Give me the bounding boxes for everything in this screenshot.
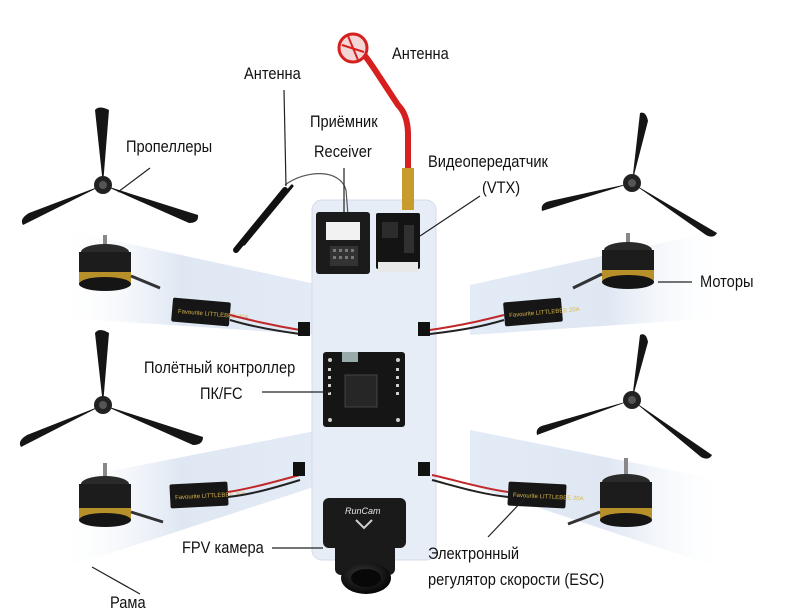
label-propellers: Пропеллеры: [126, 137, 213, 156]
leader-propellers: [117, 167, 151, 193]
label-frame: Рама: [110, 593, 146, 612]
label-receiver-line1: Приёмник: [310, 112, 378, 131]
leader-esc: [487, 497, 526, 538]
camera-brand: RunCam: [345, 506, 381, 516]
esc-top-right: Favourite LITTLEBEE 20A: [418, 297, 580, 336]
frame-arm-bottom-right: [470, 430, 720, 568]
label-vtx-line1: Видеопередатчик: [428, 152, 548, 171]
label-esc-line1: Электронный: [428, 544, 520, 563]
vtx-antenna: [337, 32, 414, 210]
motor-top-left: [79, 235, 161, 291]
motor-bottom-left: [79, 463, 164, 527]
label-vtx-line2: (VTX): [482, 178, 521, 197]
propeller-top-left: [21, 107, 199, 225]
leader-frame: [91, 566, 141, 595]
label-antenna-left: Антенна: [244, 64, 301, 83]
esc-print: Favourite LITTLEBEE 20A: [175, 492, 246, 502]
label-receiver-line2: Receiver: [314, 142, 372, 161]
label-fc-line1: Полётный контроллер: [144, 358, 296, 377]
receiver: [316, 212, 370, 274]
label-antenna-right: Антенна: [392, 44, 449, 63]
propeller-bottom-left: [19, 330, 203, 447]
fpv-camera: RunCam: [323, 498, 406, 594]
label-motors: Моторы: [700, 272, 754, 291]
label-fc-line2: ПК/FC: [200, 384, 243, 403]
flight-controller: [323, 352, 405, 427]
label-camera: FPV камера: [182, 538, 264, 557]
leader-vtx: [419, 195, 481, 237]
esc-bottom-left: Favourite LITTLEBEE 20A: [169, 462, 305, 509]
motor-bottom-right: [567, 458, 652, 527]
leader-antenna-left: [283, 89, 287, 187]
receiver-antenna: [233, 173, 349, 253]
propeller-top-right: [541, 112, 717, 237]
vtx: [376, 213, 420, 272]
leader-lines: [91, 89, 692, 595]
esc-print: Favourite LITTLEBEE 20A: [513, 493, 584, 503]
label-esc-line2: регулятор скорости (ESC): [428, 570, 605, 589]
motor-top-right: [572, 233, 654, 290]
propeller-bottom-right: [536, 334, 712, 459]
